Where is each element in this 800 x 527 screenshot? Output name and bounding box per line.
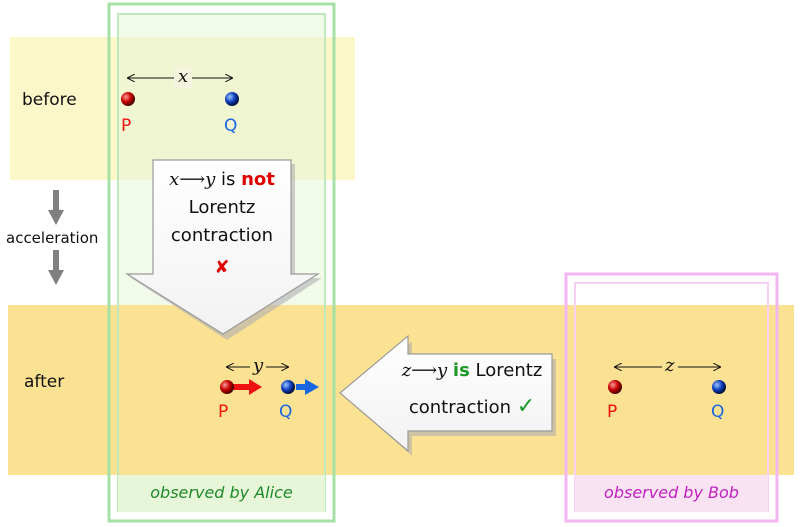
particle-label-q-bob: Q	[711, 402, 725, 422]
velocity-arrow-q	[296, 379, 319, 395]
is-box-contraction: contraction	[408, 397, 511, 418]
particle-p-bob	[608, 380, 622, 394]
acceleration-down-arrow-top	[48, 190, 64, 225]
particle-label-q-after: Q	[279, 402, 293, 422]
not-box-line1: x⟶y is not	[153, 166, 291, 194]
bob-footer-label: observed by Bob	[604, 483, 739, 502]
not-box-is: is	[220, 169, 236, 190]
is-box-is: is	[452, 360, 470, 381]
particle-label-p-after: P	[218, 402, 229, 422]
not-box-text: x⟶y is not Lorentz contraction ✘	[153, 166, 291, 282]
row-label-after: after	[24, 372, 65, 392]
distance-label-y: y	[253, 355, 264, 376]
distance-label-x: x	[178, 66, 189, 87]
check-icon: ✓	[516, 394, 536, 419]
particle-label-q-before: Q	[224, 116, 238, 136]
particle-p-before	[121, 92, 135, 106]
not-box-expr: x⟶y	[169, 169, 216, 190]
not-box-line3: contraction	[170, 225, 274, 246]
row-label-acceleration: acceleration	[6, 229, 99, 247]
not-box-arrow	[124, 159, 321, 335]
particle-q-after	[281, 380, 295, 394]
is-box-text: z⟶y is Lorentz contraction ✓	[392, 357, 552, 422]
particle-label-p-bob: P	[607, 402, 618, 422]
particle-q-bob	[712, 380, 726, 394]
not-box-not: not	[241, 169, 275, 190]
is-box-line2: contraction ✓	[392, 393, 552, 422]
distance-label-z: z	[665, 355, 675, 376]
particle-q-before	[225, 92, 239, 106]
particle-label-p-before: P	[121, 116, 132, 136]
velocity-arrow-p	[232, 379, 262, 395]
bob-frame	[564, 272, 779, 523]
is-box-arrow	[339, 334, 553, 453]
is-box-line1: z⟶y is Lorentz	[392, 357, 552, 385]
alice-footer-box	[118, 475, 325, 512]
is-box-lorentz: Lorentz	[475, 360, 543, 381]
not-box-line2: Lorentz	[188, 197, 256, 218]
acceleration-down-arrow-bottom	[48, 250, 64, 285]
alice-frame	[107, 2, 336, 523]
alice-footer-label: observed by Alice	[150, 483, 293, 502]
bob-footer-box	[575, 475, 768, 512]
cross-icon: ✘	[214, 257, 230, 278]
particle-p-after	[220, 380, 234, 394]
is-box-expr: z⟶y	[401, 360, 448, 381]
row-label-before: before	[22, 90, 77, 110]
